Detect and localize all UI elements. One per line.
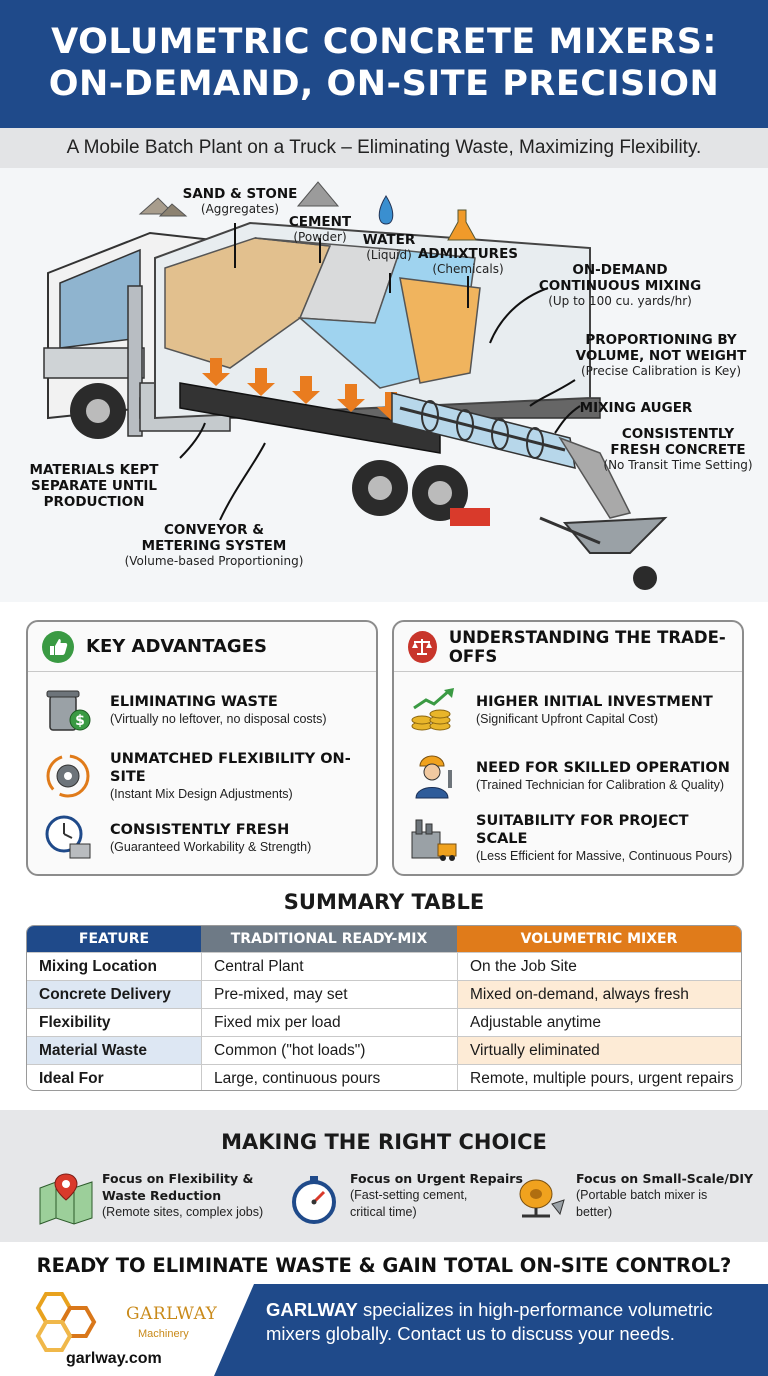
small-mixer-icon	[519, 1179, 565, 1218]
comparison-panels: KEY ADVANTAGES $ ELIMINATING WASTE (Virt…	[0, 602, 768, 892]
choice-item: Focus on Flexibility & Waste Reduction (…	[38, 1170, 263, 1226]
clock-icon	[45, 815, 91, 859]
table-row: Concrete Delivery Pre-mixed, may set Mix…	[27, 980, 741, 1008]
footer-message-banner	[214, 1284, 768, 1376]
label-proportioning: PROPORTIONING BY VOLUME, NOT WEIGHT (Pre…	[575, 332, 747, 378]
mixing-auger	[391, 392, 576, 470]
label-continuous-mixing: ON-DEMAND CONTINUOUS MIXING (Up to 100 c…	[538, 262, 702, 308]
admixture-bin	[399, 277, 481, 384]
advantage-item: $ ELIMINATING WASTE (Virtually no leftov…	[42, 684, 372, 736]
brand-subtitle: Machinery	[138, 1328, 189, 1340]
truck-illustration	[43, 181, 668, 590]
table-header-row: FEATURE TRADITIONAL READY-MIX VOLUMETRIC…	[27, 926, 741, 952]
website-link[interactable]: garlway.com	[66, 1350, 162, 1367]
coins-chart-icon	[411, 688, 454, 731]
map-pin-icon	[39, 1173, 93, 1225]
callout-lines	[179, 223, 581, 521]
hexagon-logo-icon	[35, 1292, 97, 1352]
label-water: WATER (Liquid)	[362, 232, 416, 262]
factory-icon	[411, 819, 457, 861]
summary-table: FEATURE TRADITIONAL READY-MIX VOLUMETRIC…	[26, 925, 742, 1091]
advantage-item: CONSISTENTLY FRESH (Guaranteed Workabili…	[42, 812, 372, 864]
right-choice-section: MAKING THE RIGHT CHOICE Focus on Flexibi…	[0, 1110, 768, 1242]
cement-icon	[296, 181, 340, 207]
label-sand-stone: SAND & STONE (Aggregates)	[182, 186, 298, 216]
page-title: VOLUMETRIC CONCRETE MIXERS: ON-DEMAND, O…	[48, 22, 720, 104]
conveyor-belt	[179, 382, 441, 454]
footer-message: GARLWAY specializes in high-performance …	[266, 1299, 713, 1344]
label-fresh-concrete: CONSISTENTLY FRESH CONCRETE (No Transit …	[603, 426, 753, 472]
truck-diagram: SAND & STONE (Aggregates) CEMENT (Powder…	[0, 168, 768, 602]
water-drop-icon	[378, 195, 394, 225]
wheelbarrow	[539, 516, 668, 590]
key-advantages-panel: KEY ADVANTAGES $ ELIMINATING WASTE (Virt…	[26, 620, 378, 876]
header-banner: VOLUMETRIC CONCRETE MIXERS: ON-DEMAND, O…	[0, 0, 768, 128]
trade-offs-panel: UNDERSTANDING THE TRADE-OFFS HIGHER INIT…	[392, 620, 744, 876]
thumbs-up-icon	[42, 630, 74, 663]
worker-icon	[415, 755, 452, 799]
column-header: TRADITIONAL READY-MIX	[201, 926, 457, 952]
table-row: Flexibility Fixed mix per load Adjustabl…	[27, 1008, 741, 1036]
flask-icon	[447, 209, 477, 241]
label-cement: CEMENT (Powder)	[288, 214, 352, 244]
gear-cycle-icon	[46, 754, 90, 798]
table-row: Mixing Location Central Plant On the Job…	[27, 952, 741, 980]
column-header: VOLUMETRIC MIXER	[457, 926, 741, 952]
svg-text:$: $	[75, 713, 85, 729]
tradeoff-item: SUITABILITY FOR PROJECT SCALE (Less Effi…	[408, 812, 738, 864]
column-header: FEATURE	[27, 926, 201, 952]
aggregates-icon	[138, 197, 188, 217]
label-conveyor: CONVEYOR & METERING SYSTEM (Volume-based…	[124, 522, 304, 568]
brand-name: GARLWAY	[126, 1304, 218, 1324]
balance-scale-icon	[408, 630, 437, 663]
table-row: Material Waste Common ("hot loads") Virt…	[27, 1036, 741, 1064]
table-row: Ideal For Large, continuous pours Remote…	[27, 1064, 741, 1090]
call-to-action: READY TO ELIMINATE WASTE & GAIN TOTAL ON…	[36, 1254, 732, 1277]
concrete-pour	[558, 436, 632, 519]
page-subtitle: A Mobile Batch Plant on a Truck – Elimin…	[0, 128, 768, 168]
footer: GARLWAY Machinery garlway.com GARLWAY sp…	[0, 1284, 768, 1376]
advantage-item: UNMATCHED FLEXIBILITY ON-SITE (Instant M…	[42, 750, 372, 802]
tradeoff-item: NEED FOR SKILLED OPERATION (Trained Tech…	[408, 750, 738, 802]
choice-item: Focus on Urgent Repairs (Fast-setting ce…	[286, 1170, 523, 1226]
summary-table-title: SUMMARY TABLE	[283, 890, 485, 914]
label-admixtures: ADMIXTURES (Chemicals)	[417, 246, 519, 276]
trash-dollar-icon: $	[46, 690, 91, 731]
garlway-logo: GARLWAY Machinery	[26, 1290, 217, 1352]
metering-arrows	[202, 358, 405, 420]
tradeoff-item: HIGHER INITIAL INVESTMENT (Significant U…	[408, 684, 738, 736]
choice-item: Focus on Small-Scale/DIY (Portable batch…	[512, 1170, 753, 1226]
label-materials-separate: MATERIALS KEPT SEPARATE UNTIL PRODUCTION	[29, 462, 159, 510]
stopwatch-icon	[292, 1176, 336, 1224]
tail-light	[450, 508, 490, 526]
label-mixing-auger: MIXING AUGER	[579, 400, 693, 416]
